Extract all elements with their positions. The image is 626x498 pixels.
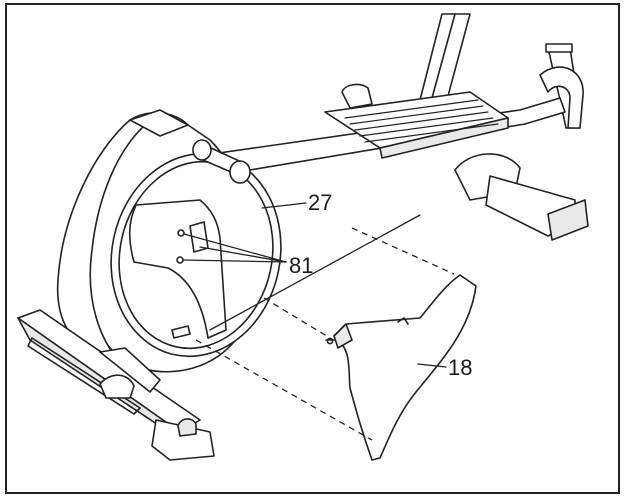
guide-line-outer (209, 214, 421, 331)
right-shield-fold (333, 323, 353, 349)
front-stabilizer (151, 419, 215, 461)
callout-81: 81 (289, 253, 314, 278)
right-shield-clip (326, 337, 334, 345)
alignment-line-middle (263, 297, 331, 339)
front-foot-knob (177, 418, 197, 437)
alignment-line-bottom (195, 339, 373, 441)
pedal-treads (344, 99, 499, 143)
rear-upright-cap (545, 43, 573, 53)
leader-line-81-b (182, 259, 287, 263)
bolt-hole-1 (177, 229, 185, 237)
callout-27: 27 (308, 190, 333, 215)
right-shield (333, 274, 477, 461)
bolt-hole-2 (176, 256, 184, 264)
leader-line-27 (261, 202, 307, 209)
alignment-line-top (351, 227, 455, 275)
crank-bar-end (229, 160, 251, 184)
right-shield-tab (397, 317, 409, 325)
leader-line-18 (417, 363, 447, 368)
leader-line-81-a (183, 233, 287, 263)
rear-upright-loop (539, 66, 584, 129)
rear-foot-cap (547, 199, 589, 241)
foot-link (99, 374, 135, 399)
callout-18: 18 (448, 355, 473, 380)
crank-bar-start (192, 139, 212, 161)
leader-line-81-c (199, 246, 287, 263)
shroud-top-cap (129, 109, 189, 137)
pedal-mount (341, 83, 373, 109)
shield-tab (171, 325, 191, 339)
handlebar-upright-inner (431, 13, 456, 99)
lower-linkage (99, 347, 161, 393)
